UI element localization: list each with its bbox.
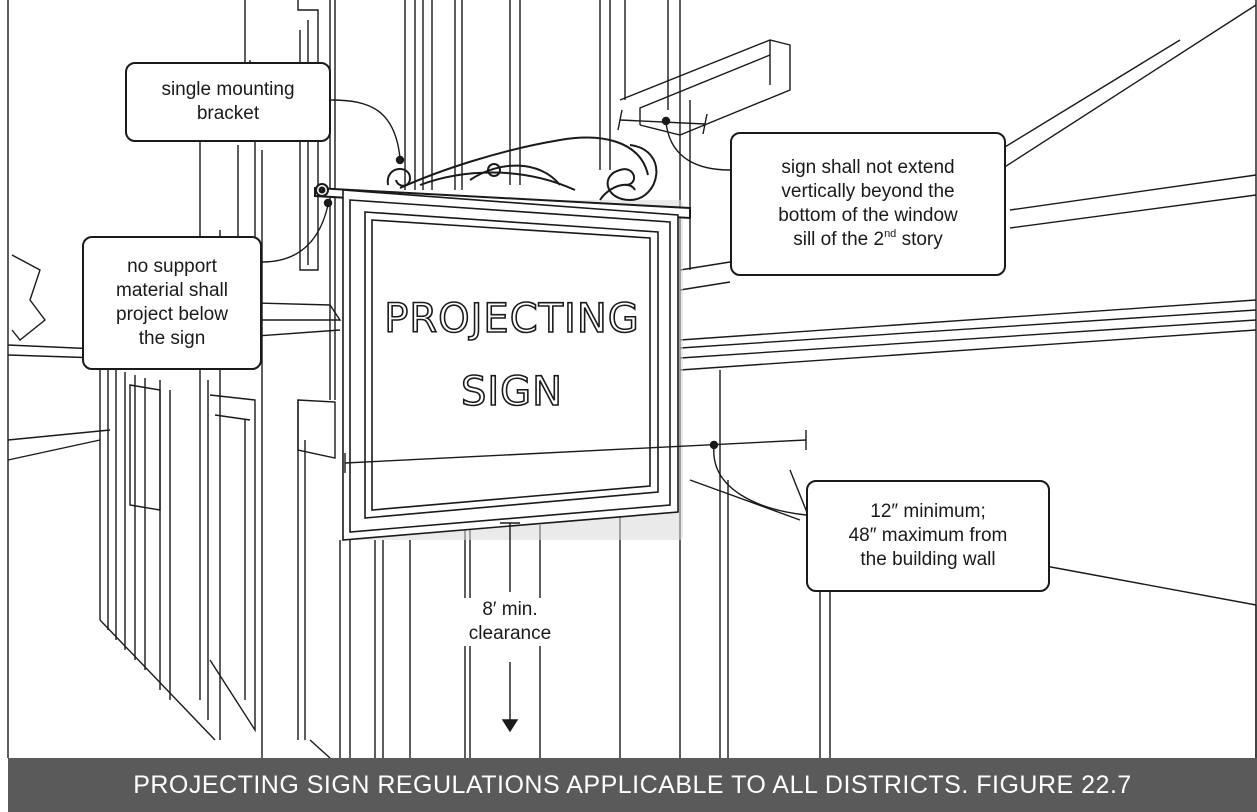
callout-vertical-line4-sup: nd: [884, 228, 896, 240]
callout-vertical-line4-pre: sill of the 2: [793, 229, 884, 250]
callout-projection-line2: 48″ maximum from: [849, 524, 1008, 548]
callout-vertical-line3: bottom of the window: [778, 204, 958, 228]
callout-vertical-line4-post: story: [896, 229, 942, 250]
clearance-line2: clearance: [455, 622, 565, 646]
callout-projection-line1: 12″ minimum;: [870, 500, 985, 524]
callout-support-line3: project below: [116, 303, 228, 327]
sign-text-line2: SIGN: [362, 369, 662, 415]
clearance-label: 8′ min. clearance: [455, 598, 565, 646]
callout-vertical-line1: sign shall not extend: [781, 156, 954, 180]
callout-support-line4: the sign: [139, 327, 206, 351]
figure-caption-bar: PROJECTING SIGN REGULATIONS APPLICABLE T…: [8, 758, 1257, 812]
callout-bracket-line2: bracket: [197, 102, 259, 126]
callout-support-line1: no support: [127, 255, 217, 279]
callout-support-line2: material shall: [116, 279, 228, 303]
callout-single-mounting-bracket: single mounting bracket: [125, 62, 331, 142]
callout-vertical-limit: sign shall not extend vertically beyond …: [730, 132, 1006, 276]
callout-no-support-below: no support material shall project below …: [82, 236, 262, 370]
callout-bracket-line1: single mounting: [161, 78, 294, 102]
callout-projection-line3: the building wall: [860, 548, 995, 572]
callout-vertical-line4: sill of the 2nd story: [793, 228, 943, 252]
callout-projection-distance: 12″ minimum; 48″ maximum from the buildi…: [806, 480, 1050, 592]
figure-caption: PROJECTING SIGN REGULATIONS APPLICABLE T…: [133, 771, 1132, 800]
callout-vertical-line2: vertically beyond the: [781, 180, 954, 204]
clearance-line1: 8′ min.: [455, 598, 565, 622]
sign-text-line1: PROJECTING: [362, 296, 662, 342]
